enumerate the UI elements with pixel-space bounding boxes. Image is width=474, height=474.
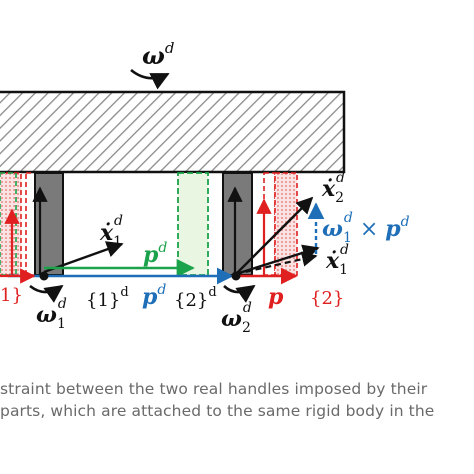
- right-pivot: [231, 271, 241, 281]
- omega1-rotation-arrow: [29, 284, 64, 303]
- omega1-label: ω1d: [36, 296, 67, 332]
- omega-rotation-arrow: [130, 68, 170, 90]
- left-pivot: [39, 271, 49, 281]
- p-red-label: p: [268, 284, 284, 310]
- right-handle: [222, 172, 253, 276]
- caption-line-1: straint between the two real handles imp…: [0, 380, 428, 398]
- pd-green-label: pd: [143, 240, 167, 268]
- pd-blue-label: pd: [142, 282, 166, 310]
- brace1-left-label: 1}: [0, 285, 23, 306]
- left-handle-region-red: [0, 172, 22, 276]
- omega2-label: ω2d: [221, 300, 252, 336]
- virtual-handle-green: [177, 172, 209, 276]
- caption-line-2: parts, which are attached to the same ri…: [0, 402, 435, 420]
- rigid-body-bar: [0, 90, 346, 174]
- brace1-label: {1}d: [86, 285, 129, 311]
- xdot2-arrow: [235, 196, 314, 275]
- xdot1-right-label: ẋ1d: [325, 242, 349, 278]
- xdot2-label: ẋ2d: [321, 170, 345, 206]
- brace2-label: {2}d: [174, 285, 217, 311]
- right-red-outline: [263, 172, 276, 276]
- cross-product-label: ω1d × pd: [322, 210, 410, 246]
- xdot1-right-dashed-arrow: [235, 251, 318, 276]
- brace2-red-label: {2}: [310, 288, 344, 309]
- omega-d-label: ωd: [142, 39, 174, 70]
- left-handle-region-green: [0, 172, 17, 276]
- left-red-outline: [25, 172, 36, 276]
- omega2-rotation-arrow: [223, 284, 256, 303]
- xdot1-left-label: ẋ1d: [99, 213, 123, 250]
